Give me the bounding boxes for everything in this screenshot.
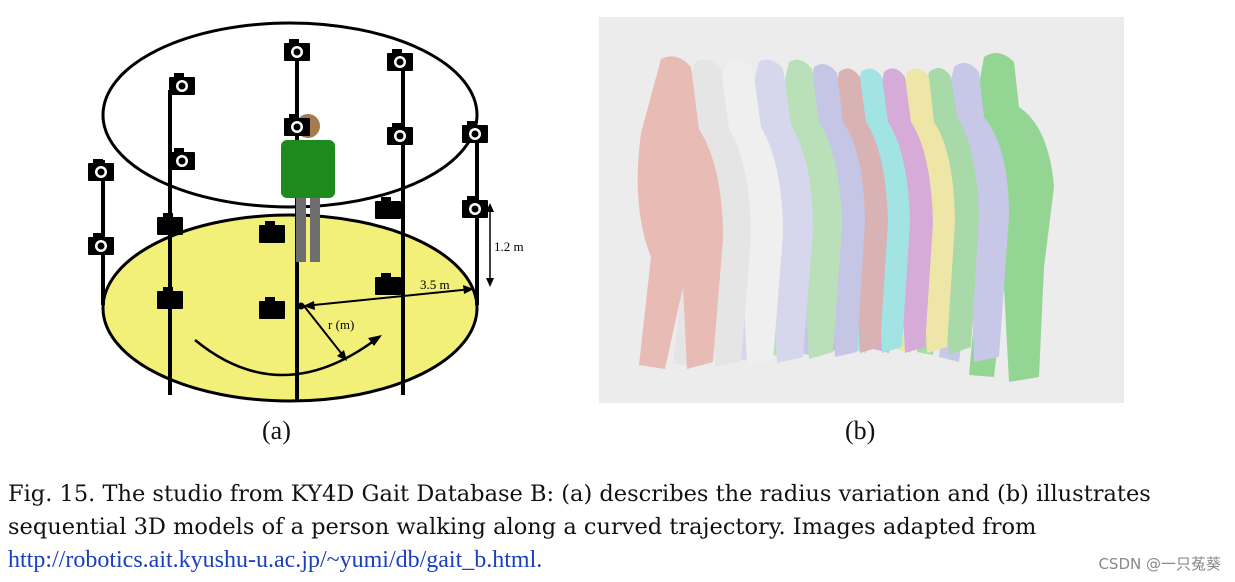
caption-text: Fig. 15. The studio from KY4D Gait Datab… bbox=[8, 481, 1151, 540]
camera-icon bbox=[157, 213, 183, 235]
studio-diagram: 1.2 m 3.5 m r (m) bbox=[60, 0, 540, 410]
camera-icon bbox=[375, 197, 401, 219]
camera-icon bbox=[284, 39, 310, 61]
camera-icon bbox=[169, 148, 195, 170]
subfigure-b-label: (b) bbox=[845, 416, 875, 446]
camera-icon bbox=[387, 123, 413, 145]
camera-icon bbox=[462, 121, 488, 143]
radius-label: 3.5 m bbox=[420, 277, 450, 292]
camera-icon bbox=[88, 159, 114, 181]
walking-models-image bbox=[599, 17, 1124, 403]
r-label: r (m) bbox=[328, 317, 354, 332]
camera-icon bbox=[88, 233, 114, 255]
subfigure-a-label: (a) bbox=[262, 416, 291, 446]
height-label: 1.2 m bbox=[494, 239, 524, 254]
camera-icon bbox=[169, 73, 195, 95]
watermark: CSDN @一只菟葵 bbox=[1098, 553, 1221, 574]
walking-silhouettes bbox=[599, 17, 1124, 403]
figure-caption: Fig. 15. The studio from KY4D Gait Datab… bbox=[8, 478, 1220, 577]
source-link[interactable]: http://robotics.ait.kyushu-u.ac.jp/~yumi… bbox=[8, 547, 542, 573]
camera-icon bbox=[462, 196, 488, 218]
center-point bbox=[298, 303, 305, 310]
camera-icon bbox=[387, 49, 413, 71]
